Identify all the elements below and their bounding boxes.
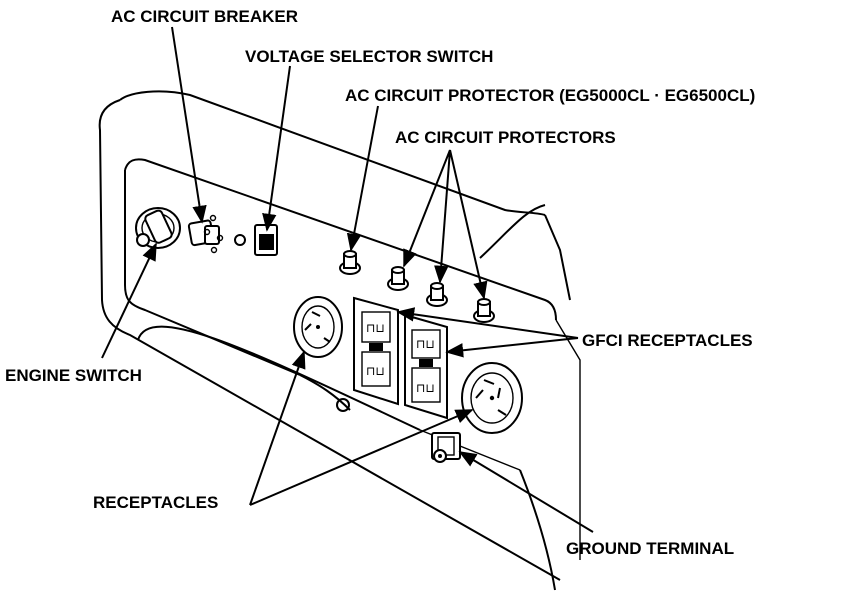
receptacle-left	[293, 296, 343, 358]
label-ground-terminal: GROUND TERMINAL	[566, 539, 734, 558]
leader-protectors-1	[403, 149, 451, 268]
voltage-selector-switch	[254, 224, 278, 256]
label-ac-circuit-protectors: AC CIRCUIT PROTECTORS	[395, 128, 616, 147]
leader-engine-switch	[101, 242, 157, 359]
panel-hole-top	[234, 234, 246, 246]
labels: AC CIRCUIT BREAKER VOLTAGE SELECTOR SWIT…	[5, 7, 755, 558]
leader-ac-circuit-breaker	[171, 26, 207, 224]
label-voltage-selector-switch: VOLTAGE SELECTOR SWITCH	[245, 47, 493, 66]
protector-knob-4	[473, 298, 495, 323]
leader-voltage-selector	[262, 65, 291, 232]
protector-knob-2	[387, 266, 409, 291]
leader-ground-terminal	[458, 451, 594, 533]
gfci-receptacle-2: ⊓⊔ ⊓⊔	[404, 313, 448, 420]
svg-text:⊓⊔: ⊓⊔	[416, 381, 435, 395]
label-gfci-receptacles: GFCI RECEPTACLES	[582, 331, 753, 350]
svg-text:⊓⊔: ⊓⊔	[366, 364, 385, 378]
leader-receptacles-1	[249, 350, 306, 506]
leader-gfci-1	[396, 307, 579, 339]
svg-text:⊓⊔: ⊓⊔	[366, 321, 385, 335]
receptacle-right	[461, 362, 523, 434]
leader-receptacles-2	[249, 409, 474, 506]
svg-text:⊓⊔: ⊓⊔	[416, 337, 435, 351]
panel-hole-bottom	[336, 398, 350, 412]
leader-gfci-2	[445, 337, 579, 358]
leader-lines	[101, 26, 594, 533]
leader-protectors-2	[434, 149, 451, 284]
leader-ac-circuit-protector	[346, 105, 379, 252]
label-ac-circuit-protector: AC CIRCUIT PROTECTOR (EG5000CL · EG6500C…	[345, 86, 755, 105]
leader-protectors-3	[449, 149, 488, 300]
label-ac-circuit-breaker: AC CIRCUIT BREAKER	[111, 7, 298, 26]
protector-knob-3	[426, 282, 448, 307]
ac-circuit-breaker	[187, 214, 224, 254]
label-engine-switch: ENGINE SWITCH	[5, 366, 142, 385]
label-receptacles: RECEPTACLES	[93, 493, 218, 512]
gfci-receptacle-1: ⊓⊔ ⊓⊔	[353, 296, 399, 406]
panel-body	[98, 90, 581, 591]
ground-terminal	[431, 432, 461, 463]
protector-knob-1	[339, 250, 361, 275]
engine-switch-knob	[135, 207, 181, 249]
